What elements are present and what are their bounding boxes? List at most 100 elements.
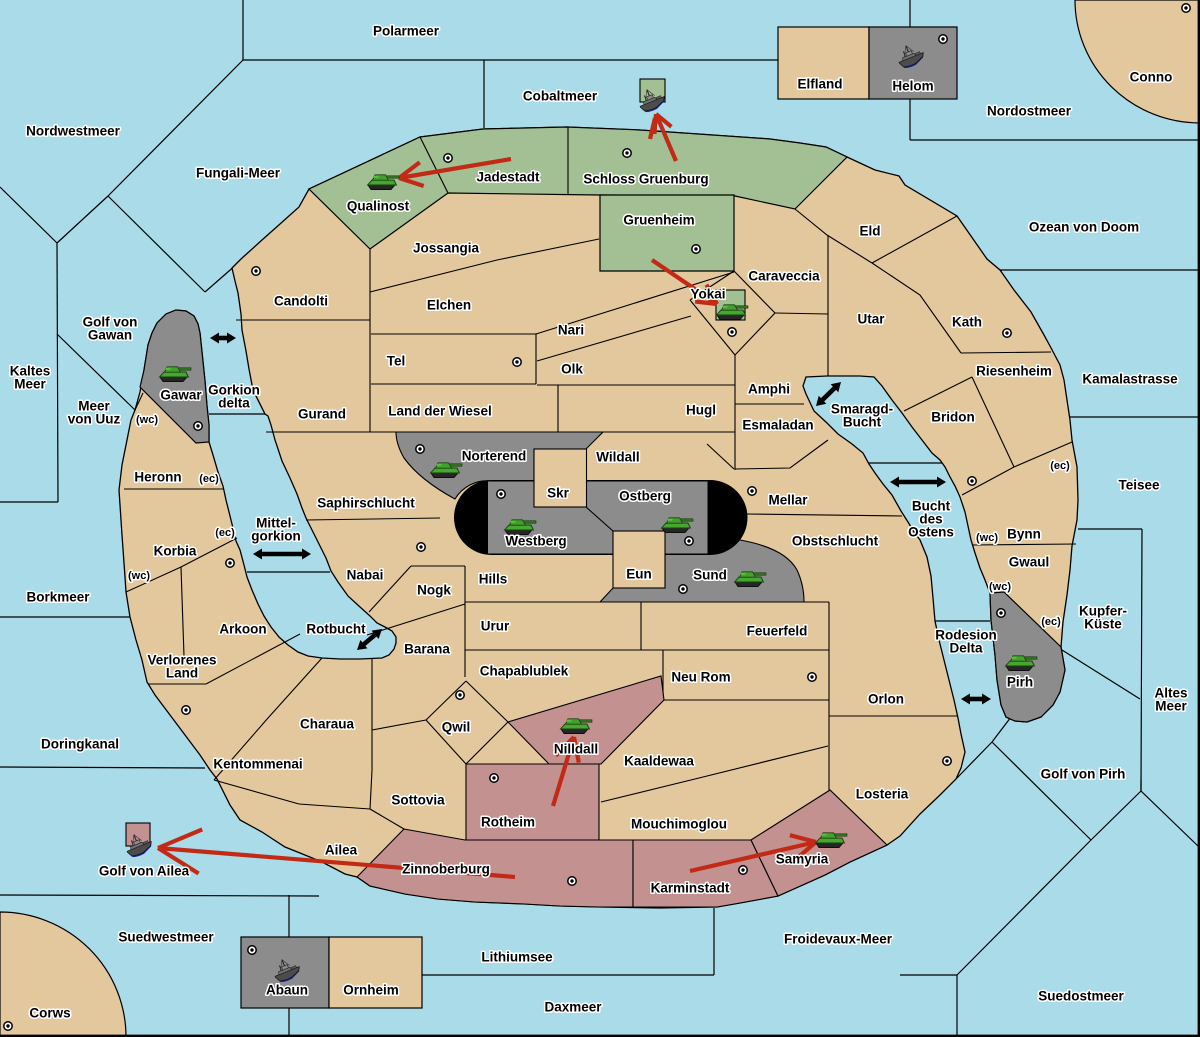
svg-text:Gurand: Gurand: [298, 407, 346, 422]
svg-text:Caraveccia: Caraveccia: [748, 269, 820, 284]
svg-text:(ec): (ec): [199, 473, 219, 485]
svg-text:Daxmeer: Daxmeer: [544, 1000, 602, 1015]
svg-text:Mouchimoglou: Mouchimoglou: [631, 817, 727, 832]
svg-text:Hills: Hills: [479, 572, 508, 587]
svg-text:Sottovia: Sottovia: [391, 793, 445, 808]
svg-text:(wc): (wc): [989, 581, 1011, 593]
svg-text:Froidevaux-Meer: Froidevaux-Meer: [784, 932, 893, 947]
svg-text:Elfland: Elfland: [797, 77, 842, 92]
svg-text:Land: Land: [166, 666, 198, 681]
svg-text:Suedostmeer: Suedostmeer: [1038, 989, 1124, 1004]
svg-text:Tel: Tel: [387, 354, 406, 369]
svg-text:gorkion: gorkion: [251, 529, 301, 544]
svg-text:Saphirschlucht: Saphirschlucht: [317, 496, 415, 511]
svg-text:Charaua: Charaua: [300, 717, 355, 732]
svg-text:(ec): (ec): [1041, 616, 1061, 628]
svg-text:Utar: Utar: [857, 312, 885, 327]
svg-text:Sund: Sund: [693, 568, 727, 583]
svg-text:(ec): (ec): [1050, 460, 1070, 472]
svg-text:Elchen: Elchen: [427, 298, 471, 313]
svg-text:Kentommenai: Kentommenai: [213, 757, 302, 772]
svg-text:Feuerfeld: Feuerfeld: [747, 624, 808, 639]
svg-text:Abaun: Abaun: [266, 983, 308, 998]
svg-text:Meer: Meer: [78, 399, 110, 414]
svg-text:Conno: Conno: [1130, 70, 1173, 85]
svg-text:Olk: Olk: [561, 362, 583, 377]
svg-text:Karminstadt: Karminstadt: [651, 881, 730, 896]
svg-text:Gawan: Gawan: [88, 328, 132, 343]
svg-text:Gorkion: Gorkion: [208, 383, 260, 398]
svg-text:Norterend: Norterend: [462, 449, 527, 464]
svg-text:Korbia: Korbia: [154, 544, 197, 559]
svg-text:Kamalastrasse: Kamalastrasse: [1082, 372, 1178, 387]
svg-text:Heronn: Heronn: [134, 470, 181, 485]
svg-text:Ostens: Ostens: [908, 525, 954, 540]
svg-text:Hugl: Hugl: [686, 403, 716, 418]
svg-text:Barana: Barana: [404, 642, 450, 657]
svg-text:Bucht: Bucht: [843, 415, 882, 430]
svg-text:Wildall: Wildall: [596, 450, 639, 465]
svg-text:Zinnoberburg: Zinnoberburg: [402, 862, 490, 877]
svg-text:Samyria: Samyria: [776, 852, 829, 867]
svg-text:Smaragd-: Smaragd-: [831, 402, 893, 417]
svg-text:Fungali-Meer: Fungali-Meer: [196, 166, 281, 181]
svg-text:Cobaltmeer: Cobaltmeer: [523, 89, 598, 104]
svg-text:Nabai: Nabai: [347, 568, 384, 583]
svg-text:Rotbucht: Rotbucht: [306, 622, 366, 637]
svg-text:Jadestadt: Jadestadt: [476, 170, 540, 185]
svg-text:Gawar: Gawar: [160, 388, 202, 403]
svg-text:Orlon: Orlon: [868, 692, 904, 707]
svg-text:Qwil: Qwil: [442, 720, 471, 735]
svg-text:Ornheim: Ornheim: [343, 983, 399, 998]
svg-text:Borkmeer: Borkmeer: [26, 590, 90, 605]
svg-text:von Uuz: von Uuz: [68, 412, 121, 427]
svg-text:Teisee: Teisee: [1118, 478, 1160, 493]
svg-text:Delta: Delta: [949, 641, 983, 656]
svg-text:Arkoon: Arkoon: [219, 622, 266, 637]
svg-text:Jossangia: Jossangia: [413, 241, 480, 256]
svg-text:Meer: Meer: [1155, 699, 1187, 714]
svg-text:Suedwestmeer: Suedwestmeer: [118, 930, 214, 945]
svg-text:Bridon: Bridon: [931, 410, 975, 425]
svg-text:Eun: Eun: [626, 567, 652, 582]
svg-text:Urur: Urur: [481, 619, 510, 634]
svg-text:Rotheim: Rotheim: [481, 815, 535, 830]
svg-text:Neu Rom: Neu Rom: [671, 670, 730, 685]
svg-text:delta: delta: [218, 396, 250, 411]
svg-text:Westberg: Westberg: [505, 534, 566, 549]
svg-text:Verlorenes: Verlorenes: [147, 653, 216, 668]
svg-text:Golf von Pirh: Golf von Pirh: [1041, 767, 1126, 782]
svg-text:Skr: Skr: [547, 486, 570, 501]
svg-text:Chapablublek: Chapablublek: [480, 664, 569, 679]
svg-text:Golf von: Golf von: [83, 315, 138, 330]
svg-text:des: des: [919, 512, 942, 527]
svg-text:Polarmeer: Polarmeer: [373, 24, 440, 39]
svg-text:Obstschlucht: Obstschlucht: [792, 534, 879, 549]
svg-text:Qualinost: Qualinost: [347, 199, 410, 214]
svg-text:Bucht: Bucht: [912, 499, 951, 514]
svg-text:(wc): (wc): [128, 570, 150, 582]
svg-text:Altes: Altes: [1154, 686, 1187, 701]
svg-text:(wc): (wc): [976, 532, 998, 544]
svg-text:Yokai: Yokai: [690, 287, 725, 302]
svg-text:Pirh: Pirh: [1007, 675, 1033, 690]
svg-text:Losteria: Losteria: [856, 787, 909, 802]
svg-text:Land der Wiesel: Land der Wiesel: [388, 404, 491, 419]
svg-text:Küste: Küste: [1084, 617, 1122, 632]
svg-text:Mittel-: Mittel-: [256, 516, 296, 531]
svg-text:Nogk: Nogk: [417, 583, 451, 598]
svg-text:Ailea: Ailea: [325, 843, 358, 858]
svg-text:Kaltes: Kaltes: [10, 364, 51, 379]
svg-text:Kupfer-: Kupfer-: [1079, 604, 1127, 619]
svg-text:Gruenheim: Gruenheim: [623, 213, 694, 228]
svg-text:Esmaladan: Esmaladan: [742, 418, 813, 433]
svg-text:Doringkanal: Doringkanal: [41, 737, 119, 752]
svg-text:Eld: Eld: [859, 224, 880, 239]
svg-text:Ostberg: Ostberg: [619, 489, 671, 504]
svg-text:Nordwestmeer: Nordwestmeer: [26, 124, 121, 139]
svg-text:Kaaldewaa: Kaaldewaa: [624, 754, 694, 769]
svg-text:Riesenheim: Riesenheim: [976, 364, 1052, 379]
svg-text:Lithiumsee: Lithiumsee: [481, 950, 553, 965]
svg-text:Meer: Meer: [14, 377, 46, 392]
svg-text:Rodesion: Rodesion: [935, 628, 997, 643]
